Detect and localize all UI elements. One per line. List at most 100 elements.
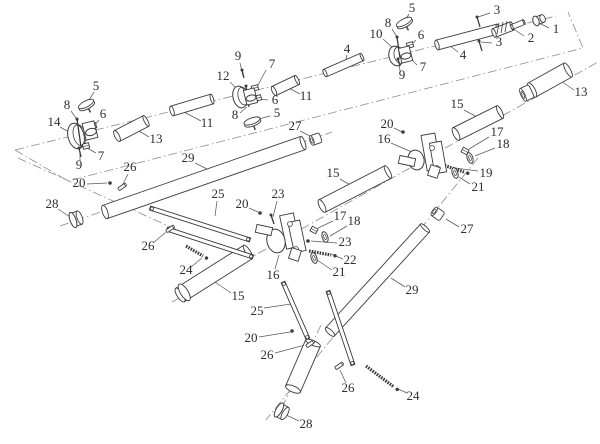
part-number-label: 2 <box>528 30 535 45</box>
part-number-label: 5 <box>409 0 416 15</box>
detail-line <box>496 22 500 35</box>
tube-part <box>434 23 501 51</box>
part-number-label: 5 <box>274 105 281 120</box>
part-number-label: 26 <box>342 380 356 395</box>
part-number-label: 10 <box>370 26 383 41</box>
leader-line <box>86 182 108 185</box>
hub-boss <box>85 127 97 137</box>
part-number-label: 28 <box>300 416 313 431</box>
set-screw-dot <box>290 329 294 333</box>
hub-bracket <box>397 154 417 168</box>
part-number-label: 19 <box>480 165 493 180</box>
tube-part <box>270 74 300 97</box>
leader-line <box>248 207 259 213</box>
part-number-label: 12 <box>217 68 230 83</box>
part-number-label: 20 <box>381 116 394 131</box>
leader-line <box>393 127 403 133</box>
screw <box>477 39 483 52</box>
tube-part <box>451 105 505 141</box>
leader-line <box>390 142 415 154</box>
hex-nut <box>309 225 319 235</box>
leader-line <box>454 167 479 172</box>
leader-line <box>477 12 491 18</box>
leader-line <box>316 259 333 271</box>
leader-line <box>397 388 408 394</box>
leader-line <box>239 106 248 114</box>
tube-part <box>113 115 150 142</box>
tube-part <box>169 93 215 117</box>
center-axis-line <box>171 61 599 303</box>
part-number-label: 7 <box>420 59 427 74</box>
part-number-label: 29 <box>182 150 195 165</box>
detail-line <box>504 20 508 33</box>
set-screw-dot <box>258 211 262 215</box>
leader-line <box>468 136 490 150</box>
part-number-label: 20 <box>236 196 249 211</box>
tube-part <box>324 223 431 337</box>
end-cap <box>532 14 546 27</box>
leader-line <box>480 41 493 44</box>
spring-screw <box>308 249 337 258</box>
screw <box>240 68 245 79</box>
part-number-label: 8 <box>385 15 392 30</box>
part-number-label: 18 <box>348 213 361 228</box>
bracket-hole <box>287 221 293 227</box>
part-number-label: 3 <box>494 2 501 17</box>
part-number-label: 14 <box>48 114 62 129</box>
part-number-label: 23 <box>339 234 352 249</box>
leader-line <box>183 111 202 122</box>
set-screw-dot <box>306 239 310 243</box>
part-number-label: 21 <box>472 179 485 194</box>
part-number-label: 25 <box>251 303 264 318</box>
part-number-label: 11 <box>201 115 214 130</box>
screw <box>269 213 275 225</box>
bracket-hole <box>429 145 435 151</box>
hub-bracket <box>426 164 442 179</box>
wing-knob <box>77 98 96 113</box>
tube-part <box>317 165 393 213</box>
part-number-label: 24 <box>407 388 421 403</box>
part-number-label: 27 <box>289 118 303 133</box>
part-number-label: 8 <box>232 107 239 122</box>
leader-line <box>474 147 496 157</box>
part-number-label: 24 <box>180 262 194 277</box>
washer <box>310 252 318 264</box>
part-number-label: 7 <box>98 148 105 163</box>
brace-strut <box>148 205 252 243</box>
tube-part <box>174 244 254 303</box>
retaining-pin <box>334 361 344 370</box>
leader-line <box>390 277 406 288</box>
leader-line <box>258 331 291 338</box>
center-axis-line <box>14 11 584 182</box>
part-number-label: 20 <box>73 175 86 190</box>
part-number-label: 18 <box>497 136 510 151</box>
part-number-label: 6 <box>418 27 425 42</box>
hub-boss <box>400 52 412 60</box>
part-number-label: 17 <box>334 208 348 223</box>
tube-part <box>285 338 321 394</box>
leader-line <box>463 109 478 118</box>
part-number-label: 9 <box>235 48 242 63</box>
leader-line <box>122 173 129 185</box>
part-number-label: 28 <box>46 196 59 211</box>
part-number-label: 6 <box>272 92 279 107</box>
screw <box>396 57 401 67</box>
hex-nut <box>81 142 91 150</box>
leader-line <box>152 231 167 244</box>
part-number-label: 27 <box>461 221 475 236</box>
center-axis-line <box>17 157 187 235</box>
part-number-label: 17 <box>491 124 505 139</box>
leader-line <box>445 218 460 228</box>
spring-screw <box>365 364 399 392</box>
end-cap <box>68 210 84 229</box>
part-number-label: 16 <box>267 267 281 282</box>
leader-line <box>263 303 292 309</box>
leader-line <box>214 200 218 217</box>
brace-strut <box>325 289 356 367</box>
leader-line <box>274 254 280 270</box>
leader-line <box>272 200 278 218</box>
leader-line <box>329 225 348 237</box>
brace-strut <box>165 226 255 260</box>
ferrule <box>308 132 323 146</box>
